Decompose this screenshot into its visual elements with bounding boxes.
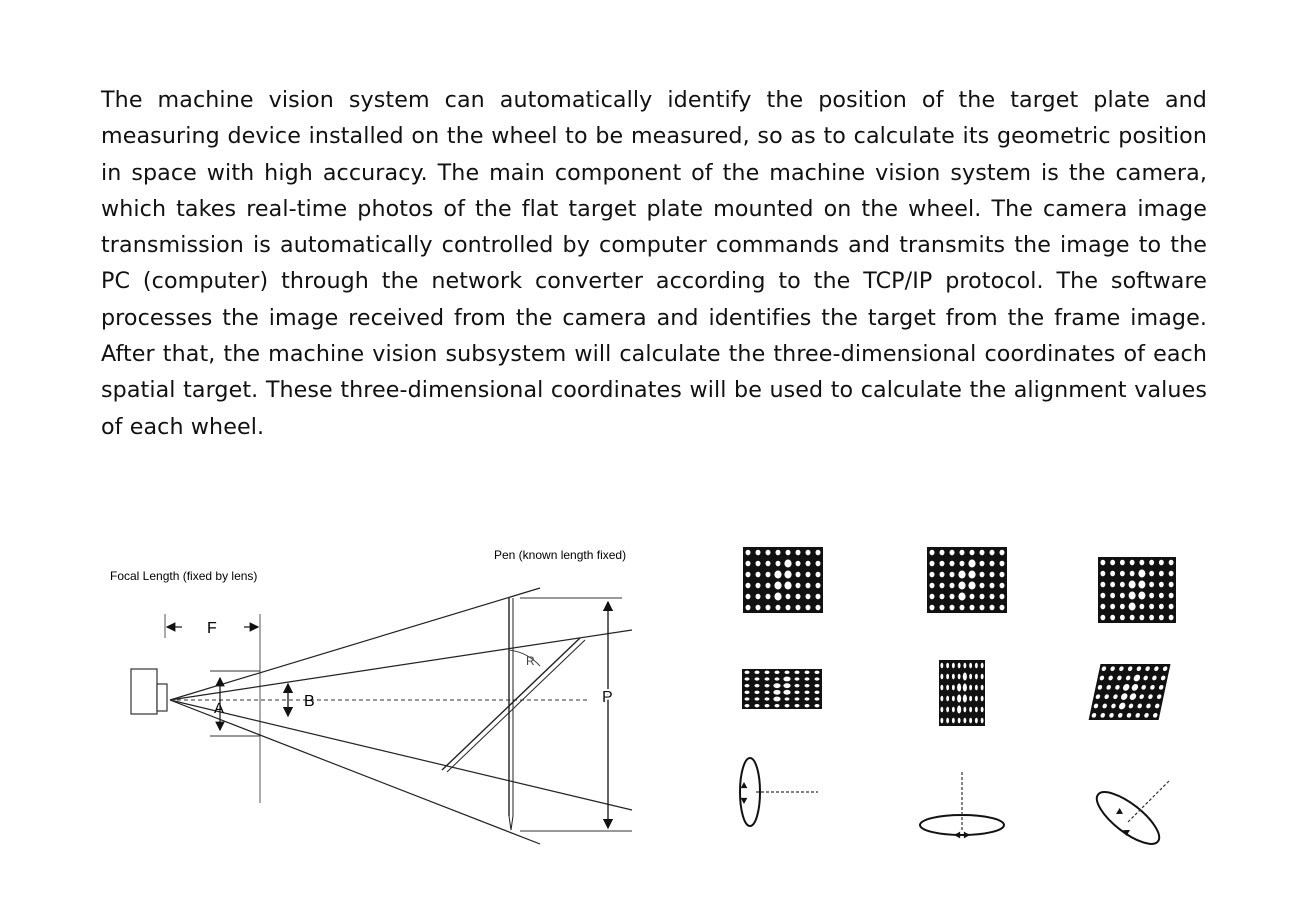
label-p: P: [602, 689, 613, 706]
camera-body: [130, 668, 158, 715]
target-plate-tilted-vertical: [742, 669, 822, 709]
target-orientation-diagram: [739, 547, 1176, 845]
focal-length-label: Focal Length (fixed by lens): [110, 569, 257, 583]
label-f: F: [207, 620, 217, 637]
rotation-axis-horizontal-icon: [739, 757, 818, 827]
camera-lens: [156, 683, 168, 712]
label-r: R: [526, 654, 535, 668]
target-plate-front-1: [743, 547, 823, 613]
body-paragraph: The machine vision system can automatica…: [101, 87, 1207, 440]
rotation-axis-vertical-icon: [919, 772, 1005, 839]
rotation-axis-diagonal-icon: [1095, 779, 1171, 845]
target-plate-front-3: [1098, 557, 1176, 623]
pen-label: Pen (known length fixed): [494, 548, 626, 562]
target-plate-skewed: [1088, 664, 1171, 720]
camera-optics-diagram: Focal Length (fixed by lens) Pen (known …: [110, 548, 633, 845]
label-a: A: [214, 700, 224, 717]
target-plate-tilted-horizontal: [939, 660, 985, 726]
label-b: B: [304, 693, 315, 710]
target-plate-front-2: [927, 547, 1007, 613]
